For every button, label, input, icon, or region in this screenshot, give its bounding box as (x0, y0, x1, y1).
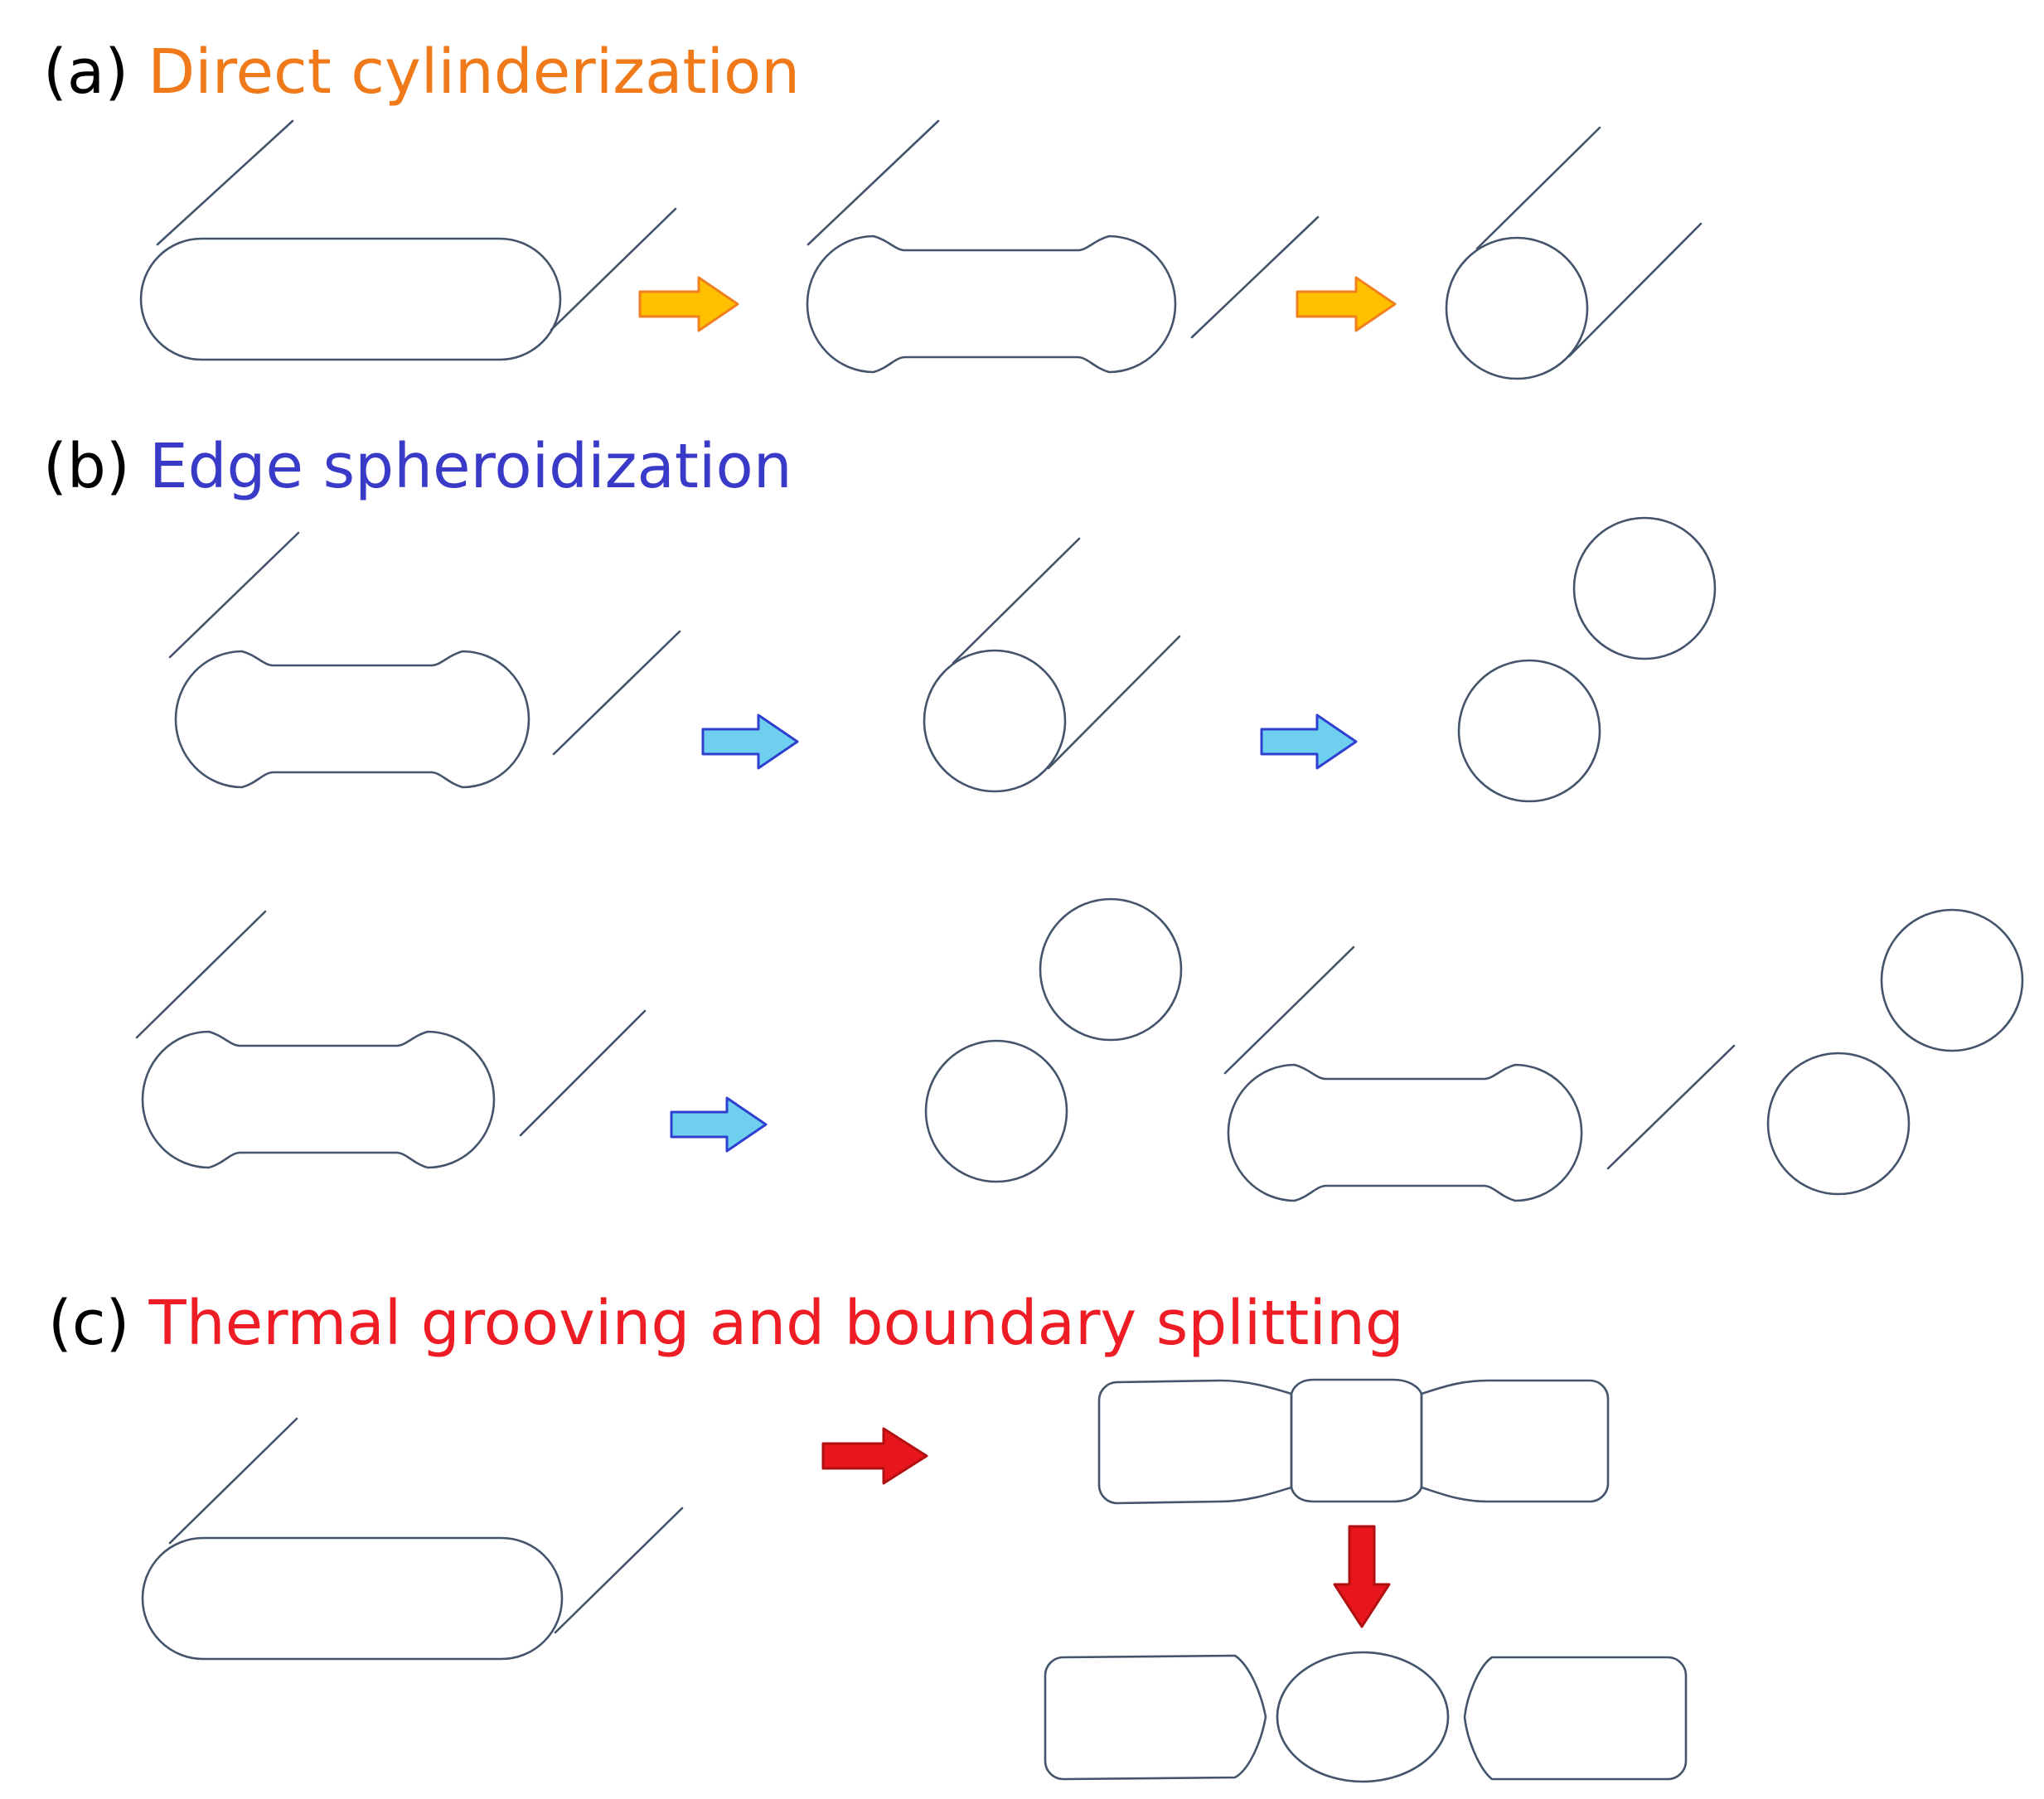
cylinder-a3 (1445, 126, 1703, 380)
section-b-prefix: (b) (43, 431, 130, 502)
section-c-label: (c) Thermal grooving and boundary splitt… (48, 1288, 1404, 1359)
grains-grooved (1097, 1378, 1610, 1505)
arrow-right-b3 (670, 1096, 768, 1153)
spheres-b2 (924, 897, 1183, 1183)
section-b-label: (b) Edge spheroidization (43, 431, 792, 502)
split-left (1044, 1654, 1267, 1781)
section-a-prefix: (a) (43, 36, 128, 108)
section-c-title: Thermal grooving and boundary splitting (148, 1288, 1404, 1359)
grain-left (1097, 1379, 1293, 1505)
rod-thickened-a2 (806, 119, 1320, 374)
split-right (1463, 1656, 1688, 1781)
section-b: (b) Edge spheroidization (43, 431, 2024, 1202)
section-c-prefix: (c) (48, 1288, 129, 1359)
spheres-b1 (1457, 516, 1717, 803)
split-middle-sphere (1276, 1651, 1450, 1783)
arrow-right-a1 (638, 276, 739, 332)
spheres-b3 (1766, 908, 2024, 1196)
rod-thickened-b2 (135, 910, 647, 1169)
arrow-right-c1 (821, 1427, 928, 1485)
section-a: (a) Direct cylinderization (43, 36, 1703, 380)
section-a-title: Direct cylinderization (148, 36, 800, 108)
section-c: (c) Thermal grooving and boundary splitt… (48, 1288, 1688, 1783)
rod-thickened-b1 (168, 531, 681, 789)
grains-split (1044, 1651, 1688, 1783)
rod-thickened-b3 (1223, 945, 1736, 1202)
rod-flat-c1 (141, 1417, 684, 1661)
arrow-right-b1 (701, 713, 799, 770)
cylinder-b1 (923, 537, 1181, 793)
arrow-down-c1 (1333, 1525, 1391, 1628)
section-b-title: Edge spheroidization (149, 431, 792, 502)
grain-middle (1290, 1378, 1423, 1503)
arrow-right-a2 (1296, 276, 1397, 332)
grain-right (1420, 1379, 1610, 1503)
section-a-label: (a) Direct cylinderization (43, 36, 800, 108)
arrow-right-b2 (1260, 713, 1358, 770)
rod-flat-a1 (139, 119, 677, 361)
